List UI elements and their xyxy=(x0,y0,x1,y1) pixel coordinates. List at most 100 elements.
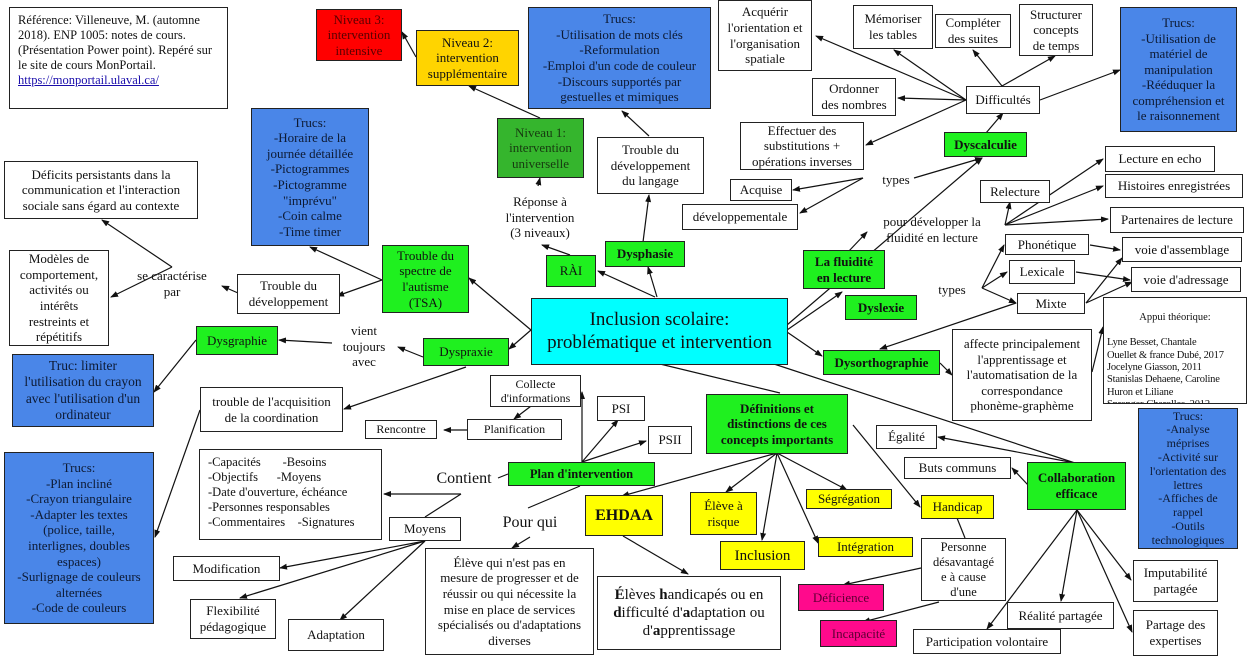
central-title: Inclusion scolaire: problématique et int… xyxy=(547,308,772,353)
edge-pourqui-box xyxy=(511,536,531,549)
edge-collab-participation xyxy=(986,509,1078,630)
dysgraphie-truc-box: Truc: limiter l'utilisation du crayon av… xyxy=(12,354,154,427)
definitions-box: Définitions et distinctions de ces conce… xyxy=(706,394,848,454)
modeles-box: Modèles de comportement, activités ou in… xyxy=(9,250,109,346)
edge-fluidite-pour xyxy=(847,231,868,253)
edge-tsa-trouble xyxy=(336,279,383,297)
tsa-trucs-box: Trucs: -Horaire de la journée détaillée … xyxy=(251,108,369,246)
relecture-box: Relecture xyxy=(980,180,1050,203)
flexibilite-box: Flexibilité pédagogique xyxy=(190,599,276,639)
edge-def-ehdaa xyxy=(621,452,778,498)
edge-moyens-adapt xyxy=(339,540,426,621)
edge-diff-effectuer xyxy=(865,99,967,146)
partage-expertises-box: Partage des expertises xyxy=(1133,610,1218,656)
edge-plan-contient xyxy=(497,473,509,479)
completer-box: Compléter des suites xyxy=(935,14,1011,48)
developpementale-box: développementale xyxy=(682,204,798,230)
edge-central-tsa xyxy=(468,277,532,331)
appui-title: Appui théorique: xyxy=(1139,312,1211,324)
edge-collab-egalite xyxy=(937,435,1076,464)
edge-diff-memoriser xyxy=(893,49,967,101)
contient-box: -Capacités -Besoins -Objectifs -Moyens -… xyxy=(199,449,382,540)
edge-dysphasie-def xyxy=(642,194,652,243)
edge-def-inclusion xyxy=(760,452,778,541)
edge-central-rai xyxy=(597,270,656,298)
edge-central-dyscal xyxy=(786,157,983,326)
edge-reponse-niveau1 xyxy=(535,177,542,187)
niveau1-box: Niveau 1: intervention universelle xyxy=(497,118,584,178)
inclusion-box: Inclusion xyxy=(720,541,805,570)
incapacite-box: Incapacité xyxy=(820,620,897,647)
pour-qui-box: Élève qui n'est pas en mesure de progres… xyxy=(425,548,594,655)
edge-secar-modeles xyxy=(110,266,173,298)
lexicale-box: Lexicale xyxy=(1009,260,1075,284)
fluidite-box: La fluidité en lecture xyxy=(803,250,885,289)
edge-diff-ordonner xyxy=(897,95,967,102)
reference-link[interactable]: https://monportail.ulaval.ca/ xyxy=(18,73,159,87)
edge-trouble-trucs xyxy=(154,409,201,538)
voie-assemblage-box: voie d'assemblage xyxy=(1122,237,1242,262)
edge-niveau2-niveau3 xyxy=(401,31,417,58)
edge-pour-echo xyxy=(1004,158,1104,226)
structurer-box: Structurer concepts de temps xyxy=(1019,4,1093,56)
reponse-intervention-label: Réponse à l'intervention (3 niveaux) xyxy=(505,194,575,241)
collecte-box: Collecte d'informations xyxy=(490,375,581,407)
edge-phon-assemb xyxy=(1089,244,1121,252)
edge-types-dev xyxy=(799,177,864,214)
pour-developper-label: pour développer la fluidité en lecture xyxy=(883,214,981,245)
edge-diff-trucs xyxy=(1039,69,1121,101)
edge-personne-incapacite xyxy=(862,601,940,624)
niveau2-box: Niveau 2: intervention supplémentaire xyxy=(416,30,519,86)
dysphasie-trucs-box: Trucs: -Utilisation de mots clés -Reform… xyxy=(528,7,711,109)
eleve-risque-box: Élève à risque xyxy=(690,492,757,535)
edge-def-segregation xyxy=(776,452,848,491)
plan-intervention-box: Plan d'intervention xyxy=(508,462,655,486)
dysorthographie-box: Dysorthographie xyxy=(823,350,940,375)
dyslexie-box: Dyslexie xyxy=(845,295,917,320)
se-caracterise-label: se caractérise par xyxy=(137,268,207,299)
reference-text: Référence: Villeneuve, M. (automne 2018)… xyxy=(18,13,213,72)
deficits-box: Déficits persistants dans la communicati… xyxy=(4,161,198,219)
edge-niveau1-niveau2 xyxy=(468,85,541,119)
dyscalculie-trucs-box: Trucs: -Utilisation de matériel de manip… xyxy=(1120,7,1237,132)
buts-communs-box: Buts communs xyxy=(904,457,1011,479)
edge-mixte-assemb xyxy=(1085,257,1123,304)
coordination-box: trouble de l'acquisition de la coordinat… xyxy=(200,387,343,432)
rencontre-box: Rencontre xyxy=(365,420,437,439)
segregation-box: Ségrégation xyxy=(806,489,892,509)
central-topic: Inclusion scolaire: problématique et int… xyxy=(531,298,788,365)
edge-pour-relecture xyxy=(1004,201,1012,226)
edge-types-mixte xyxy=(981,287,1017,304)
phonetique-box: Phonétique xyxy=(1005,234,1089,255)
edge-def-handicap xyxy=(852,424,921,508)
contient-label: Contient xyxy=(436,470,492,487)
edge-trouble-secar xyxy=(221,285,239,294)
dyscalculie-types-label: types xyxy=(882,172,910,187)
vient-toujours-label: vient toujours avec xyxy=(342,323,386,370)
edge-central-dysortho xyxy=(786,331,823,357)
edge-collab-partage xyxy=(1076,509,1133,633)
edge-moyens-flex xyxy=(239,540,426,599)
dyslexie-types-label: types xyxy=(938,282,966,297)
edge-diff-structurer xyxy=(1001,55,1056,87)
histoires-box: Histoires enregistrées xyxy=(1105,174,1243,198)
modification-box: Modification xyxy=(173,556,280,581)
edge-plan-psii xyxy=(581,440,647,463)
edge-central-fluidite xyxy=(786,291,843,331)
difficultes-box: Difficultés xyxy=(966,86,1040,114)
edge-types-lexicale xyxy=(981,271,1008,289)
psii-box: PSII xyxy=(648,426,692,454)
edge-mixte-dysortho xyxy=(879,302,1017,350)
edge-dysortho-affecte xyxy=(939,362,953,376)
reference-box: Référence: Villeneuve, M. (automne 2018)… xyxy=(9,7,228,109)
edge-central-dyspraxie xyxy=(508,329,532,350)
edge-central-collab xyxy=(773,363,1076,464)
edge-handicap-personne xyxy=(956,517,966,539)
edge-vient-dysgraphie xyxy=(278,337,333,344)
collaboration-box: Collaboration efficace xyxy=(1027,462,1126,510)
lecture-echo-box: Lecture en echo xyxy=(1105,146,1215,172)
edge-def-risque xyxy=(725,452,778,493)
deficience-box: Déficience xyxy=(798,584,884,611)
